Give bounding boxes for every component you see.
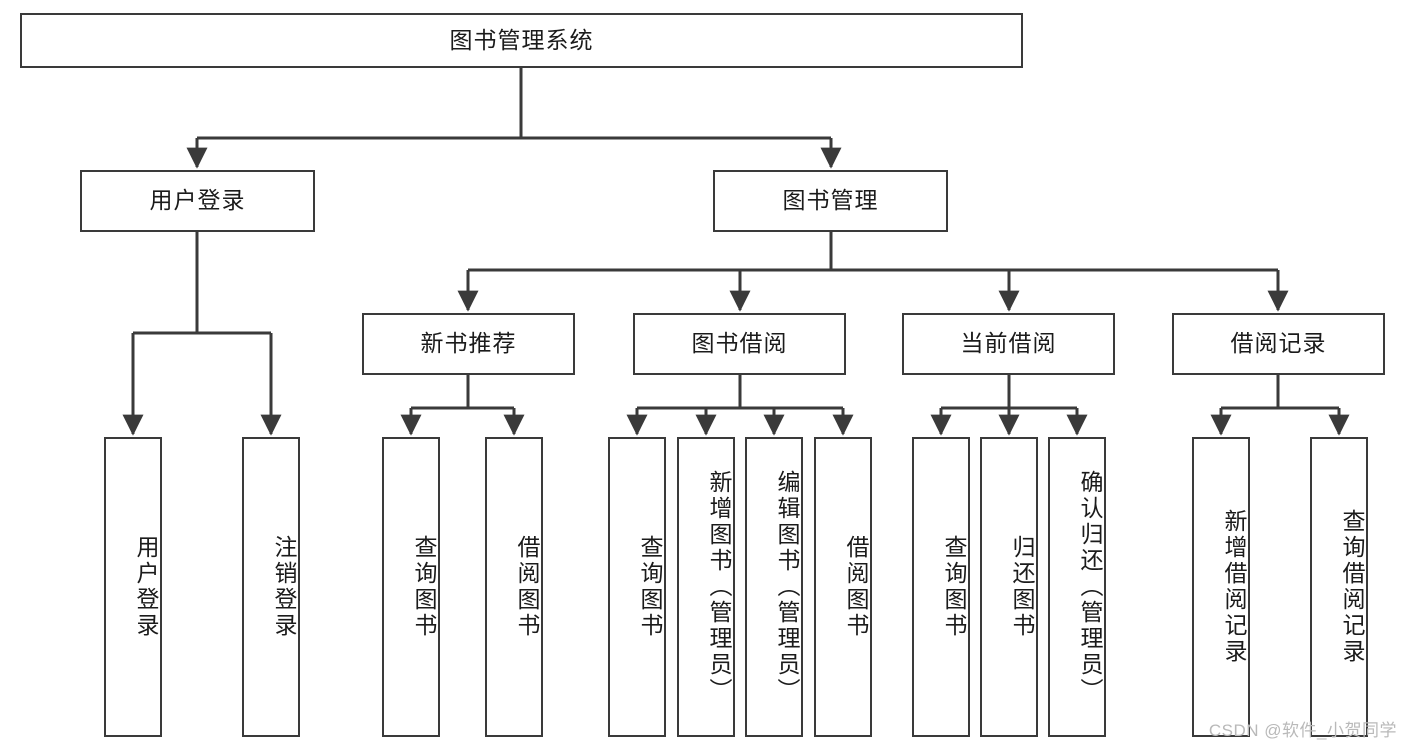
leaf-label: 归还图书	[1009, 535, 1035, 639]
leaf-label: 借阅图书	[514, 535, 540, 639]
leaf-label: 新增图书（管理员）	[706, 470, 732, 704]
node-book-borrow[interactable]: 图书借阅	[633, 313, 846, 375]
leaf-current-borrow-confirm-return[interactable]: 确认归还（管理员）	[1048, 437, 1106, 737]
leaf-current-borrow-query[interactable]: 查询图书	[912, 437, 970, 737]
node-book-management[interactable]: 图书管理	[713, 170, 948, 232]
leaf-label: 新增借阅记录	[1221, 509, 1247, 665]
node-current-borrow-label: 当前借阅	[960, 330, 1057, 357]
node-root-label: 图书管理系统	[449, 26, 594, 53]
leaf-user-login-login[interactable]: 用户登录	[104, 437, 162, 737]
leaf-label: 查询借阅记录	[1339, 509, 1365, 665]
leaf-label: 用户登录	[133, 535, 159, 639]
leaf-borrow-record-add[interactable]: 新增借阅记录	[1192, 437, 1250, 737]
node-user-login-label: 用户登录	[149, 187, 246, 214]
leaf-borrow-record-query[interactable]: 查询借阅记录	[1310, 437, 1368, 737]
node-borrow-record[interactable]: 借阅记录	[1172, 313, 1385, 375]
node-current-borrow[interactable]: 当前借阅	[902, 313, 1115, 375]
leaf-user-login-logout[interactable]: 注销登录	[242, 437, 300, 737]
leaf-current-borrow-return[interactable]: 归还图书	[980, 437, 1038, 737]
leaf-label: 确认归还（管理员）	[1077, 470, 1103, 704]
node-book-management-label: 图书管理	[782, 187, 879, 214]
watermark: CSDN @软件_小贺同学	[1208, 721, 1397, 740]
leaf-label: 查询图书	[941, 535, 967, 639]
node-borrow-record-label: 借阅记录	[1230, 330, 1327, 357]
leaf-label: 借阅图书	[843, 535, 869, 639]
leaf-label: 查询图书	[637, 535, 663, 639]
leaf-label: 编辑图书（管理员）	[774, 470, 800, 704]
node-root[interactable]: 图书管理系统	[20, 13, 1023, 68]
leaf-new-book-borrow[interactable]: 借阅图书	[485, 437, 543, 737]
leaf-book-borrow-borrow[interactable]: 借阅图书	[814, 437, 872, 737]
leaf-new-book-query[interactable]: 查询图书	[382, 437, 440, 737]
node-new-book-recommend-label: 新书推荐	[420, 330, 517, 357]
node-new-book-recommend[interactable]: 新书推荐	[362, 313, 575, 375]
leaf-book-borrow-add[interactable]: 新增图书（管理员）	[677, 437, 735, 737]
leaf-book-borrow-query[interactable]: 查询图书	[608, 437, 666, 737]
leaf-label: 注销登录	[271, 535, 297, 639]
node-book-borrow-label: 图书借阅	[691, 330, 788, 357]
leaf-book-borrow-edit[interactable]: 编辑图书（管理员）	[745, 437, 803, 737]
node-user-login[interactable]: 用户登录	[80, 170, 315, 232]
leaf-label: 查询图书	[411, 535, 437, 639]
